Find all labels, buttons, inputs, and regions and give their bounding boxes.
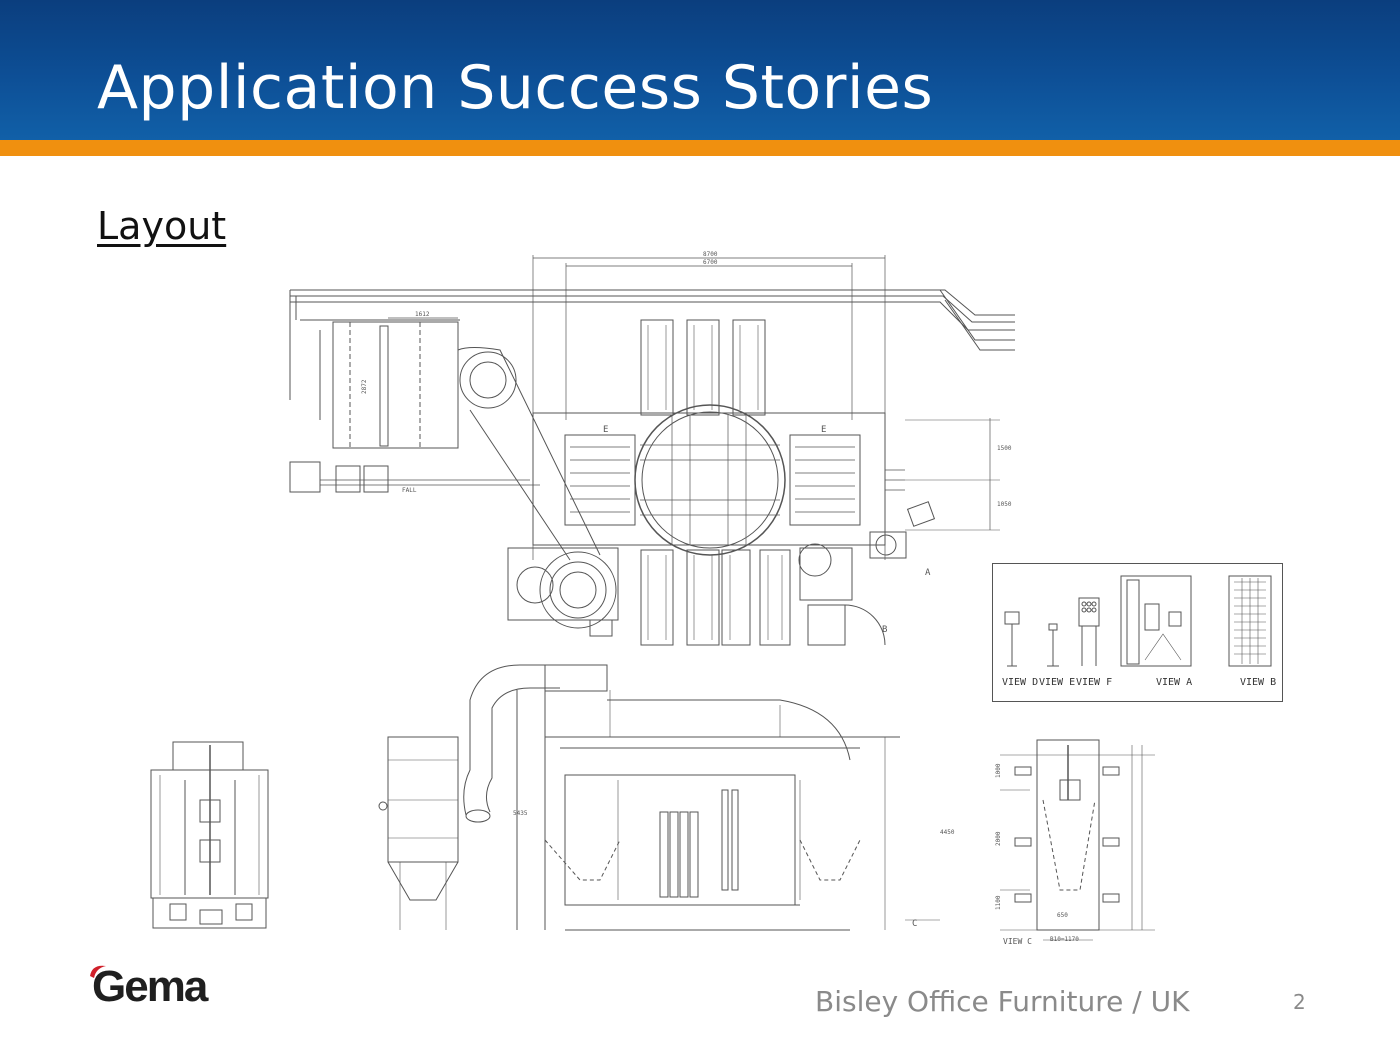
view-label: VIEW B — [1240, 677, 1277, 688]
dim-label: 2872 — [361, 379, 368, 394]
dim-label: 4450 — [940, 829, 955, 836]
dim-label: 1500 — [997, 445, 1012, 452]
views-inset: VIEW D VIEW E VIEW F VIEW A VIEW B — [992, 563, 1283, 702]
view-label: VIEW E — [1039, 677, 1076, 688]
view-label: VIEW F — [1076, 677, 1113, 688]
point-label: C — [912, 919, 917, 929]
dim-label: B10=1170 — [1050, 936, 1079, 943]
point-label: FALL — [402, 487, 417, 494]
elevation-end-view — [150, 741, 269, 929]
dim-label: 1000 — [995, 763, 1002, 778]
dim-label: 8700 — [703, 251, 718, 258]
dim-label: 1050 — [997, 501, 1012, 508]
footer-caption: Bisley Office Furniture / UK — [815, 985, 1190, 1018]
gema-logo-mark — [90, 965, 106, 978]
dim-label: 2000 — [995, 831, 1002, 846]
accent-stripe — [0, 140, 1400, 156]
point-label: B — [882, 625, 887, 635]
dim-label: 650 — [1057, 912, 1068, 919]
point-label: E — [603, 425, 608, 435]
view-label: VIEW C — [1003, 937, 1032, 946]
point-label: E — [821, 425, 826, 435]
dim-label: 6700 — [703, 259, 718, 266]
page-number: 2 — [1293, 990, 1306, 1014]
dim-label: 1100 — [995, 895, 1002, 910]
gema-logo: Gema — [92, 962, 208, 1011]
dim-label: 1612 — [415, 311, 430, 318]
dim-label: 5435 — [513, 810, 528, 817]
title-bar — [0, 0, 1400, 140]
view-label: VIEW A — [1156, 677, 1193, 688]
point-label: A — [925, 568, 931, 578]
elevation-view-c — [1000, 739, 1155, 941]
slide-title: Application Success Stories — [97, 53, 934, 123]
elevation-side-view — [378, 664, 940, 931]
view-label: VIEW D — [1002, 677, 1039, 688]
views-inset-drawing — [1004, 575, 1272, 667]
section-heading: Layout — [97, 204, 227, 248]
